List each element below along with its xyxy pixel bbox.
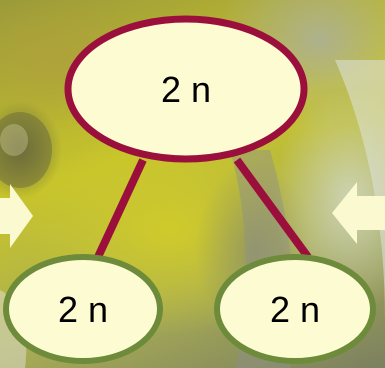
arrow-left-icon [332,182,385,244]
arrow-right-icon [0,184,33,248]
parent-cell-label: 2 n [161,69,211,110]
child-cell-node-right: 2 n [214,254,376,364]
connector-right [233,157,312,260]
connector-left [94,158,147,259]
child-cell-label-left: 2 n [58,289,108,330]
child-cell-node-left: 2 n [3,254,163,364]
parent-cell-node: 2 n [64,15,308,163]
child-cell-label-right: 2 n [270,289,320,330]
